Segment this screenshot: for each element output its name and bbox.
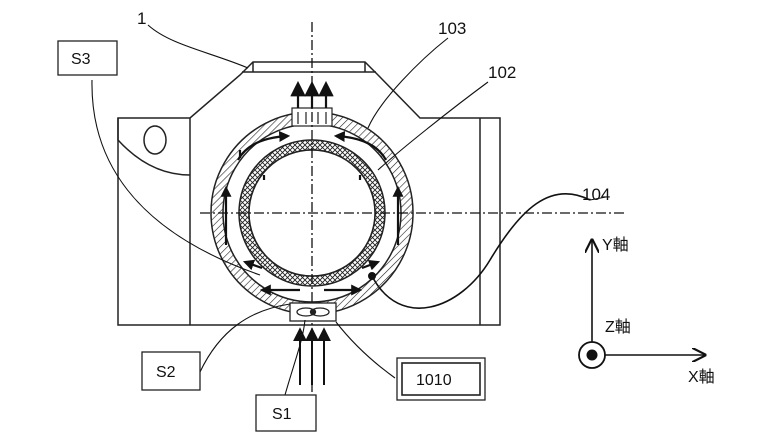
label-1: 1 xyxy=(137,9,146,28)
airflow-arrows xyxy=(220,130,404,296)
svg-text:S1: S1 xyxy=(272,406,292,423)
x-axis-label: X軸 xyxy=(688,368,715,386)
svg-text:1010: 1010 xyxy=(416,372,452,389)
z-axis-label: Z軸 xyxy=(605,318,631,336)
label-102: 102 xyxy=(488,63,516,82)
y-axis-label: Y軸 xyxy=(602,236,629,254)
coordinate-axes xyxy=(578,240,705,369)
box-s2: S2 xyxy=(141,351,201,391)
leader-lines xyxy=(91,24,607,396)
svg-text:S3: S3 xyxy=(71,51,91,68)
box-1010: 1010 xyxy=(396,357,486,401)
label-104: 104 xyxy=(582,185,610,204)
intake-arrows xyxy=(293,327,331,385)
box-s3: S3 xyxy=(57,40,118,76)
fan xyxy=(289,302,337,322)
wire-104 xyxy=(367,192,591,309)
label-103: 103 xyxy=(438,19,466,38)
svg-text:S2: S2 xyxy=(156,364,176,381)
box-s1: S1 xyxy=(255,394,317,432)
